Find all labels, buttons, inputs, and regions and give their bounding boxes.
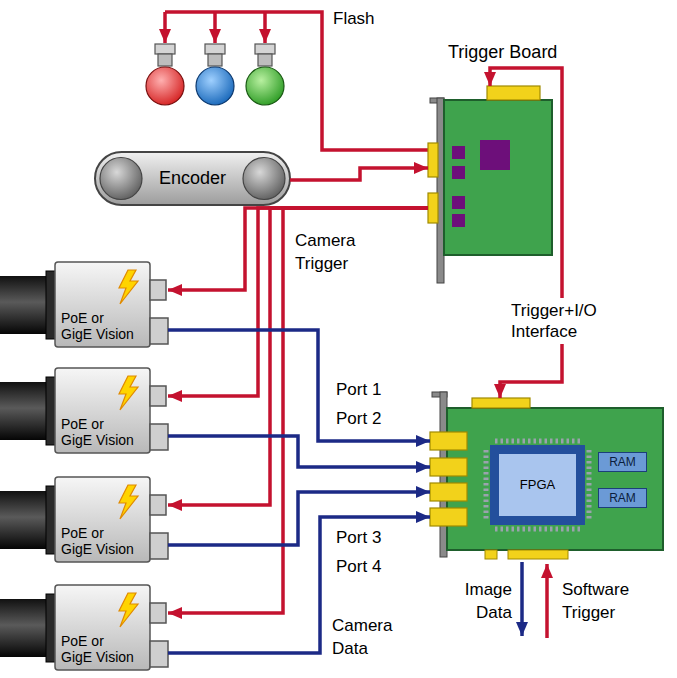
label-anchor: Port 2 [336,408,381,429]
ram-chip: RAM [598,452,647,472]
node-label: PoE or GigE Vision [61,416,137,448]
label-anchor: Port 3 [336,527,381,548]
bulb-socket [255,44,275,54]
camera [0,368,168,453]
annotation-label: Software Trigger [562,578,657,624]
node-label: PoE or GigE Vision [61,525,137,557]
signal-connector [490,68,562,398]
label-anchor: Trigger+I/O Interface [508,298,612,344]
fpga-chip: FPGA [490,445,585,525]
camera: PoE or GigE Vision [55,262,168,347]
label-anchor: Camera Trigger [295,229,377,275]
chip [452,214,465,227]
camera [0,477,168,562]
node-label: PoE or GigE Vision [61,310,137,342]
encoder: Encoder [95,152,290,205]
edge-connector [485,550,497,559]
blue-bulb [196,67,234,105]
label-anchor: Port 4 [336,556,381,577]
node-label: Trigger Board [448,42,557,62]
node-label: FPGA [520,477,555,493]
node-label: PoE or GigE Vision [61,633,137,665]
camera: PoE or GigE Vision [55,585,168,670]
port-connector [430,508,467,526]
chip [452,146,465,159]
annotation-label: Camera Data [332,614,422,660]
frame-grabber-board: FPGA RAM RAM [430,398,665,560]
annotation-label: Port 4 [336,556,381,577]
camera [0,262,168,347]
circuit-board [444,100,552,255]
board-connector [487,86,540,100]
annotation-label: Port 3 [336,527,381,548]
node-label: RAM [609,491,636,505]
image-data-arrow [520,562,524,636]
flash-wire [263,12,267,43]
signal-connector [168,436,430,467]
label-anchor: Flash [333,8,375,29]
board-connector [472,398,530,408]
port-connector [430,458,467,476]
encoder-roller [100,158,142,200]
bulb-neck [258,54,272,66]
signal-connector [168,330,430,441]
node-label: Encoder [159,168,226,190]
camera [0,585,168,670]
circuit-board [447,408,663,550]
camera: PoE or GigE Vision [55,477,168,562]
annotation-label: Port 2 [336,408,381,429]
board-connector [428,193,438,223]
chip [452,166,465,179]
annotation-label: Flash [333,8,375,29]
chip-pins [486,441,589,529]
flash-wire [213,12,217,43]
bulb [146,44,284,105]
label-anchor: Port 1 [336,379,381,400]
camera: PoE or GigE Vision [55,368,168,453]
encoder-roller [243,158,285,200]
label-anchor: Image Data [440,578,512,624]
label-anchor: Camera Data [332,614,422,660]
ram-chip: RAM [598,488,647,508]
label-anchor: Software Trigger [562,578,657,624]
node-label: RAM [609,455,636,469]
flash-wire [165,12,428,150]
trigger-board: Trigger Board [428,86,552,280]
bulb-socket [155,44,175,54]
green-bulb [246,67,284,105]
chip [452,196,465,209]
annotation-label: Image Data [440,578,512,624]
bulb-neck [208,54,222,66]
signal-connector [290,168,428,180]
red-bulb [146,67,184,105]
annotation-label: Port 1 [336,379,381,400]
port-connector [430,483,467,501]
signal-connector [168,208,428,290]
annotation-label: Camera Trigger [295,229,377,275]
bulb-neck [158,54,172,66]
flash-wire [163,12,167,43]
chip [480,140,510,170]
edge-connector [508,550,568,559]
software-trigger-arrow [545,564,549,638]
signal-connector [168,208,428,396]
port-connector [430,432,467,450]
board-connector [428,143,438,177]
signal-connector [168,208,428,613]
annotation-label: Trigger+I/O Interface [508,298,612,344]
bulb-socket [205,44,225,54]
encoder-housing [95,152,290,205]
card-bracket [437,98,444,283]
